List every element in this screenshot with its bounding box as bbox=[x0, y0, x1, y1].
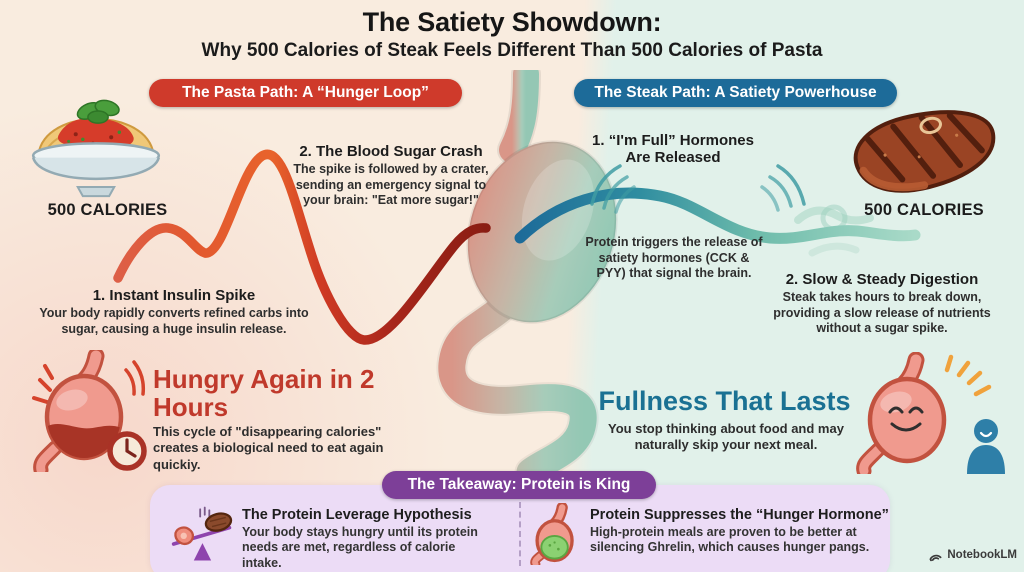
sugar-crash-step: 2. The Blood Sugar Crash The spike is fo… bbox=[285, 143, 497, 209]
page-title: The Satiety Showdown: bbox=[362, 7, 662, 37]
steak-icon bbox=[853, 110, 996, 193]
protein-leverage-body: Your body stays hungry until its protein… bbox=[242, 525, 478, 570]
sugar-crash-body: The spike is followed by a crater, sendi… bbox=[293, 162, 489, 208]
insulin-spike-step: 1. Instant Insulin Spike Your body rapid… bbox=[38, 287, 310, 337]
slow-digestion-body: Steak takes hours to break down, providi… bbox=[773, 290, 991, 336]
notebooklm-logo-icon bbox=[929, 554, 942, 562]
growl-arcs-icon bbox=[124, 360, 146, 396]
full-hormones-body: Protein triggers the release of satiety … bbox=[585, 235, 763, 280]
teal-swirl bbox=[808, 242, 860, 257]
pasta-path-badge-label: The Pasta Path: A “Hunger Loop” bbox=[182, 84, 429, 101]
takeaway-divider bbox=[519, 502, 521, 566]
insulin-spike-heading: 1. Instant Insulin Spike bbox=[92, 287, 256, 304]
slow-digestion-heading: 2. Slow & Steady Digestion bbox=[785, 271, 979, 288]
full-hormones-heading: 1. “I'm Full” Hormones Are Released bbox=[592, 132, 754, 167]
growl-lines-icon bbox=[32, 364, 54, 404]
fullness-heading: Fullness That Lasts bbox=[598, 386, 851, 416]
sugar-crash-heading: 2. The Blood Sugar Crash bbox=[299, 143, 483, 160]
alarm-clock-icon bbox=[107, 431, 147, 471]
takeaway-badge: The Takeaway: Protein is King bbox=[382, 471, 656, 499]
fullness-body: You stop thinking about food and may nat… bbox=[608, 421, 844, 453]
hungry-stomach-icon bbox=[32, 350, 147, 472]
digestive-tract-icon bbox=[436, 70, 618, 477]
slow-digestion-step: 2. Slow & Steady Digestion Steak takes h… bbox=[768, 271, 996, 337]
sun-rays-icon bbox=[944, 354, 992, 397]
pasta-bowl-icon bbox=[31, 99, 161, 198]
satiety-curve bbox=[514, 164, 921, 257]
protein-leverage-heading: The Protein Leverage Hypothesis bbox=[242, 507, 472, 523]
teal-swirl bbox=[794, 206, 874, 225]
happy-stomach-icon bbox=[856, 352, 1005, 474]
watermark-label: NotebookLM bbox=[947, 549, 1017, 561]
green-stomach-icon bbox=[530, 503, 574, 565]
protein-leverage-block: The Protein Leverage Hypothesis Your bod… bbox=[242, 507, 494, 571]
insulin-spike-body: Your body rapidly converts refined carbs… bbox=[39, 306, 309, 336]
steak-path-badge-label: The Steak Path: A Satiety Powerhouse bbox=[594, 84, 877, 101]
protein-scale-icon bbox=[171, 506, 233, 561]
hungry-again-heading: Hungry Again in 2 Hours bbox=[153, 364, 375, 422]
hunger-hormone-heading: Protein Suppresses the “Hunger Hormone” bbox=[590, 507, 889, 523]
page-subtitle: Why 500 Calories of Steak Feels Differen… bbox=[201, 40, 823, 61]
takeaway-badge-label: The Takeaway: Protein is King bbox=[407, 476, 631, 493]
hunger-hormone-body: High-protein meals are proven to be bett… bbox=[590, 525, 870, 555]
watermark: NotebookLM bbox=[928, 548, 1017, 562]
hungry-again-body: This cycle of "disappearing calories" cr… bbox=[153, 424, 384, 472]
pasta-path-badge: The Pasta Path: A “Hunger Loop” bbox=[149, 79, 462, 107]
steak-path-badge: The Steak Path: A Satiety Powerhouse bbox=[574, 79, 897, 107]
steak-calories-label: 500 CALORIES bbox=[864, 201, 984, 219]
satisfied-person-icon bbox=[967, 419, 1005, 474]
smiling-face bbox=[888, 406, 924, 432]
signal-waves-icon bbox=[590, 164, 806, 214]
hunger-hormone-block: Protein Suppresses the “Hunger Hormone” … bbox=[590, 507, 890, 556]
pasta-calories-label: 500 CALORIES bbox=[47, 201, 168, 219]
blood-sugar-curve bbox=[113, 149, 491, 345]
